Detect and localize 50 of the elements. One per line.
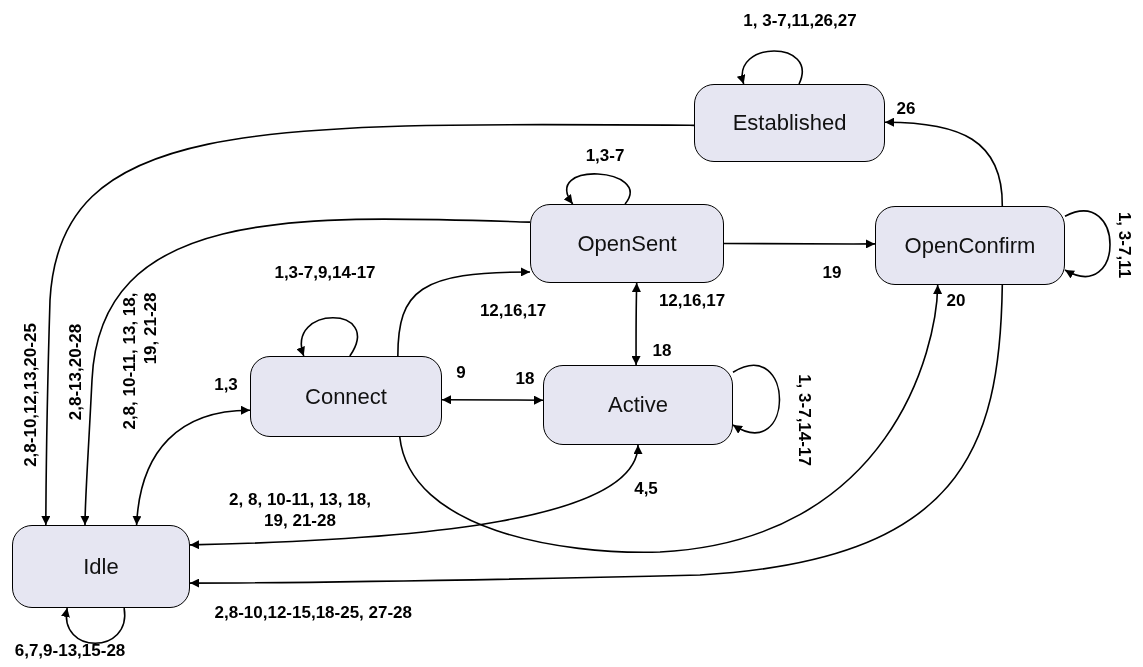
state-box xyxy=(530,204,724,283)
edge-label: 20 xyxy=(946,289,966,311)
transition-arrow xyxy=(189,284,1004,588)
state-name: Idle xyxy=(83,553,119,580)
edge-label: 1,3 xyxy=(214,373,238,395)
edge-label: 1,3-7,9,14-17 xyxy=(274,261,376,283)
edge-label: 19 xyxy=(822,261,842,283)
self-loop-arrow xyxy=(297,316,359,357)
self-loop-arrow xyxy=(564,173,631,205)
transition-label: 2, 8, 10-11, 13, 18, 19, 21-28 xyxy=(228,489,372,531)
state-name: Active xyxy=(608,392,668,418)
transition-arrow xyxy=(884,117,1004,207)
self-loop-arrow xyxy=(732,365,781,434)
self-loop-arrow xyxy=(738,50,803,85)
state-box xyxy=(543,365,733,445)
edge-label: 18 xyxy=(652,339,672,361)
transition-label: 12,16,17 xyxy=(658,289,726,311)
state-box xyxy=(12,525,190,608)
edge-label: 12,16,17 xyxy=(479,299,547,321)
edge-label: 18 xyxy=(515,367,535,389)
edge-label: 1, 3-7,11,26,27 xyxy=(743,9,857,31)
transition-arrow xyxy=(132,406,251,526)
edge-label: 2,8-10,12-15,18-25, 27-28 xyxy=(214,601,414,623)
transition-arrow xyxy=(397,267,531,357)
edge-label: 1,3-7 xyxy=(585,144,625,166)
transition-label: 9 xyxy=(456,361,466,383)
transition-arrow xyxy=(41,123,695,526)
state-box xyxy=(875,206,1065,285)
edge-label: 2,8-13,20-28 xyxy=(64,323,86,421)
edge-label: 1, 3-7,11 xyxy=(1113,211,1135,279)
transition-arrow xyxy=(398,284,942,553)
state-box xyxy=(694,84,885,162)
transition-arrow xyxy=(189,444,641,550)
edge-label: 6,7,9-13,15-28 xyxy=(14,639,126,661)
state-box xyxy=(250,356,442,437)
transition-arrow xyxy=(441,395,544,405)
edge-label: 26 xyxy=(896,97,916,119)
state-name: Connect xyxy=(305,383,387,410)
self-loop-arrow xyxy=(1064,210,1111,278)
state-name: OpenSent xyxy=(577,230,677,257)
edge-label: 1, 3-7,14-17 xyxy=(793,374,815,466)
transition-arrow xyxy=(631,282,641,366)
state-name: Established xyxy=(732,110,847,136)
transition-arrow xyxy=(723,239,876,249)
transition-arrow xyxy=(80,218,531,526)
state-name: OpenConfirm xyxy=(904,232,1036,259)
transition-label: 2,8, 10-11, 13, 18, 19, 21-28 xyxy=(119,292,161,432)
edge-label: 2,8-10,12,13,20-25 xyxy=(19,323,41,467)
self-loop-arrow xyxy=(62,607,126,645)
edge-label: 4,5 xyxy=(634,477,658,499)
